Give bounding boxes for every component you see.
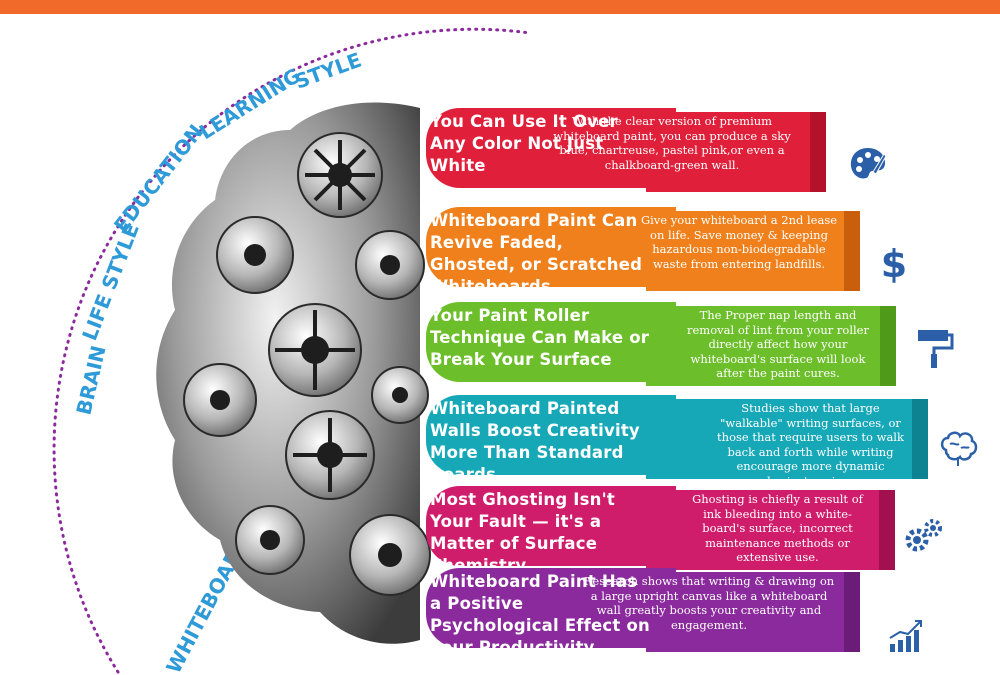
paint-roller-icon	[918, 330, 954, 368]
dollar-icon: $	[881, 242, 907, 285]
section-title: Whiteboard Painted Walls Boost Creativit…	[430, 399, 640, 484]
section-band: Whiteboard Paint Can Revive Faded, Ghost…	[426, 207, 860, 296]
section-title: Most Ghosting Isn't Your Fault — it's a …	[430, 490, 615, 575]
section-title: Whiteboard Paint Can Revive Faded, Ghost…	[430, 211, 643, 296]
section-ribbon-edge	[880, 306, 896, 386]
section-ribbon-tail	[646, 572, 844, 652]
arc-word-brain: BRAIN	[71, 343, 110, 417]
section-description: Ghosting is chiefly a result of ink blee…	[692, 492, 863, 564]
section-ribbon-edge	[810, 112, 826, 192]
section-description: With the clear version of premium whiteb…	[553, 114, 791, 172]
section-band: You Can Use It Over Any Color Not Just W…	[426, 108, 826, 192]
gears-icon	[905, 519, 942, 552]
section-band: Whiteboard Paint Has a Positive Psycholo…	[426, 568, 860, 657]
section-ribbon-head	[426, 302, 676, 382]
section-ribbon-edge	[879, 490, 895, 570]
brain-icon	[940, 431, 978, 466]
section-ribbon-tail	[646, 399, 912, 479]
section-ribbon-head	[426, 207, 676, 287]
section-description: Studies show that large "walkable" writi…	[717, 401, 904, 488]
section-ribbon-head	[426, 486, 676, 566]
palette-icon	[850, 148, 887, 179]
dotted-arc	[52, 27, 532, 674]
section-ribbon-tail	[646, 211, 844, 291]
section-title: Whiteboard Paint Has a Positive Psycholo…	[430, 572, 650, 657]
growth-chart-icon	[889, 620, 922, 652]
section-ribbon-head	[426, 568, 676, 648]
header-bar	[0, 0, 1000, 14]
section-ribbon-head	[426, 395, 676, 475]
svg-text:$: $	[881, 242, 907, 285]
arc-word-education: EDUCATION	[109, 120, 208, 237]
section-description: Research shows that writing & drawing on…	[583, 574, 835, 632]
section-title: You Can Use It Over Any Color Not Just W…	[430, 112, 618, 175]
section-description: Give your whiteboard a 2nd lease on life…	[640, 213, 838, 271]
section-band: Your Paint Roller Technique Can Make or …	[426, 302, 896, 386]
brain-gears-image	[156, 102, 431, 644]
section-band: Whiteboard Painted Walls Boost Creativit…	[426, 395, 928, 488]
section-ribbon-head	[426, 108, 676, 188]
section-ribbon-tail	[646, 490, 879, 570]
section-title: Your Paint Roller Technique Can Make or …	[430, 306, 650, 369]
arc-word-style: STYLE	[292, 48, 365, 94]
section-ribbon-edge	[844, 572, 860, 652]
section-description: The Proper nap length and removal of lin…	[687, 308, 869, 380]
section-ribbon-edge	[912, 399, 928, 479]
section-ribbon-edge	[844, 211, 860, 291]
section-band: Most Ghosting Isn't Your Fault — it's a …	[426, 486, 895, 575]
section-ribbon-tail	[646, 306, 880, 386]
